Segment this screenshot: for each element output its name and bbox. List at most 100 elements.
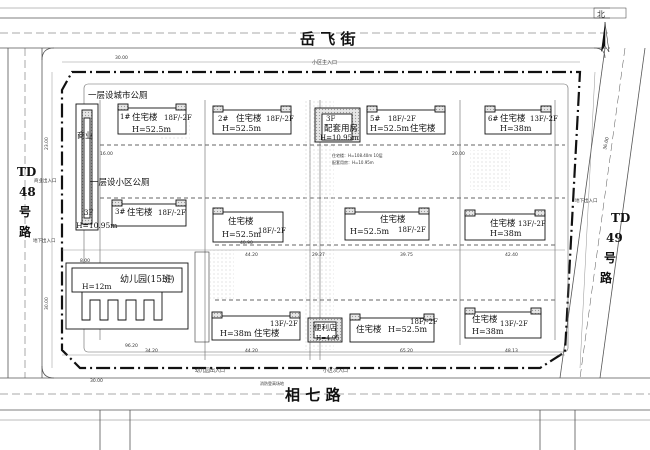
svg-text:39.75: 39.75 [400, 252, 413, 258]
svg-text:路: 路 [600, 270, 613, 285]
svg-text:16.00: 16.00 [100, 151, 113, 157]
entrance-kindergarten: 幼儿园出入口 [195, 367, 225, 374]
svg-text:H=52.5m: H=52.5m [388, 325, 427, 334]
svg-text:H=38m: H=38m [500, 124, 532, 133]
svg-text:H=38m: H=38m [472, 327, 504, 336]
road-north-label: 岳 飞 街 [300, 30, 355, 48]
svg-text:住宅楼: 住宅楼 [472, 314, 498, 325]
public-toilet-1: 一层设城市公厕 [88, 90, 148, 101]
svg-text:13F/-2F: 13F/-2F [500, 320, 528, 328]
site-boundary [60, 70, 582, 370]
svg-text:住宅楼: 住宅楼 [380, 214, 406, 225]
svg-text:18F/-2F: 18F/-2F [258, 227, 286, 235]
svg-text:住宅楼: 住宅楼 [132, 112, 158, 123]
entrance-main: 小区主入口 [312, 59, 337, 66]
svg-text:2#: 2# [218, 115, 228, 123]
svg-text:1#: 1# [120, 113, 130, 121]
notes-1: 住宅楼：H=108.40m 10层 [332, 152, 383, 158]
svg-text:44.20: 44.20 [245, 252, 258, 258]
entrance-west-2: 地下出入口 [33, 237, 56, 244]
svg-text:住宅楼: 住宅楼 [127, 207, 153, 218]
svg-text:H=10.95m: H=10.95m [76, 221, 117, 230]
svg-text:30.00: 30.00 [90, 378, 103, 384]
svg-text:30.00: 30.00 [44, 297, 50, 310]
svg-text:18F/-2F: 18F/-2F [266, 115, 294, 123]
svg-text:H=38m: H=38m [220, 329, 252, 338]
svg-text:住宅楼: 住宅楼 [356, 324, 382, 335]
svg-text:号: 号 [604, 250, 616, 265]
building-8 [212, 211, 284, 243]
svg-text:65.20: 65.20 [400, 348, 413, 354]
svg-text:13F/-2F: 13F/-2F [270, 320, 298, 328]
building-12 [349, 317, 435, 343]
svg-text:3F: 3F [326, 115, 335, 123]
entrance-east-1: 地下出入口 [575, 197, 598, 204]
svg-text:H=10.95m: H=10.95m [320, 134, 359, 142]
entrance-south: 小区次入口 [323, 367, 348, 374]
roads [0, 7, 650, 450]
svg-text:便利店: 便利店 [314, 322, 337, 332]
svg-text:23.00: 23.00 [44, 137, 50, 150]
svg-text:TD: TD [17, 165, 36, 179]
svg-text:H=52.5m: H=52.5m [350, 227, 389, 236]
svg-text:44.20: 44.20 [245, 348, 258, 354]
building-9 [344, 211, 430, 241]
building-labels: 1# 住宅楼 18F/-2F H=52.5m 3F 配套用房 H=10.95m … [76, 112, 558, 342]
svg-text:48.13: 48.13 [505, 348, 518, 354]
svg-text:13F/-2F: 13F/-2F [518, 220, 546, 228]
public-toilet-2: 一层设小区公厕 [90, 177, 150, 188]
dimensions: 30.00 23.00 44.20 44.20 29.27 39.75 42.4… [44, 55, 611, 384]
svg-text:18F/-2F: 18F/-2F [410, 318, 438, 326]
svg-text:3F: 3F [84, 209, 93, 217]
svg-text:29.27: 29.27 [312, 252, 325, 258]
svg-text:5#: 5# [370, 115, 380, 123]
svg-text:住宅楼: 住宅楼 [490, 218, 516, 229]
svg-text:3#: 3# [115, 208, 125, 216]
svg-text:北: 北 [597, 10, 605, 19]
svg-text:H=4.95: H=4.95 [316, 335, 340, 342]
svg-text:H=12m: H=12m [82, 282, 111, 291]
svg-text:36.00: 36.00 [602, 136, 611, 150]
svg-text:18F/-2F: 18F/-2F [398, 226, 426, 234]
svg-text:48: 48 [19, 185, 36, 199]
buildings [65, 103, 552, 343]
building-3 [111, 203, 187, 227]
building-5 [366, 109, 446, 135]
svg-text:路: 路 [19, 224, 32, 239]
building-13 [464, 311, 542, 339]
svg-text:42.40: 42.40 [505, 252, 518, 258]
svg-text:商业: 商业 [77, 130, 93, 140]
building-1 [117, 107, 187, 135]
svg-text:幼儿园(15班): 幼儿园(15班) [120, 273, 174, 285]
svg-text:住宅楼: 住宅楼 [254, 328, 280, 339]
playground [194, 251, 210, 343]
annotations: 一层设城市公厕 一层设小区公厕 住宅楼：H=108.40m 10层 配套用房：H… [88, 90, 383, 188]
svg-text:49: 49 [606, 231, 623, 245]
svg-text:6#: 6# [488, 115, 498, 123]
svg-text:号: 号 [19, 204, 31, 219]
svg-text:34.20: 34.20 [145, 348, 158, 354]
building-2 [212, 109, 292, 135]
svg-text:3F: 3F [163, 276, 172, 284]
svg-text:H=52.5m: H=52.5m [222, 230, 261, 239]
svg-text:住宅楼: 住宅楼 [410, 123, 436, 134]
building-11 [211, 315, 301, 341]
svg-text:H=52.5m: H=52.5m [132, 125, 171, 134]
building-10 [464, 213, 546, 241]
svg-text:住宅楼: 住宅楼 [500, 113, 526, 124]
svg-text:8.00: 8.00 [80, 258, 90, 264]
svg-text:18F/-2F: 18F/-2F [164, 114, 192, 122]
road-south-label: 相 七 路 [285, 386, 341, 404]
svg-text:30.00: 30.00 [115, 55, 128, 61]
dimension-lines [51, 61, 596, 369]
svg-text:住宅楼: 住宅楼 [236, 113, 262, 124]
svg-text:40.90: 40.90 [240, 240, 253, 246]
svg-text:住宅楼: 住宅楼 [228, 216, 254, 227]
north-arrow: 北 [593, 7, 627, 53]
svg-text:H=52.5m: H=52.5m [222, 124, 261, 133]
entrance-labels: 小区主入口 小区次入口 幼儿园出入口 商业出入口 地下出入口 地下出入口 消防登… [33, 59, 598, 386]
building-6 [484, 109, 552, 135]
svg-text:18F/-2F: 18F/-2F [158, 209, 186, 217]
svg-text:96.20: 96.20 [125, 343, 138, 349]
